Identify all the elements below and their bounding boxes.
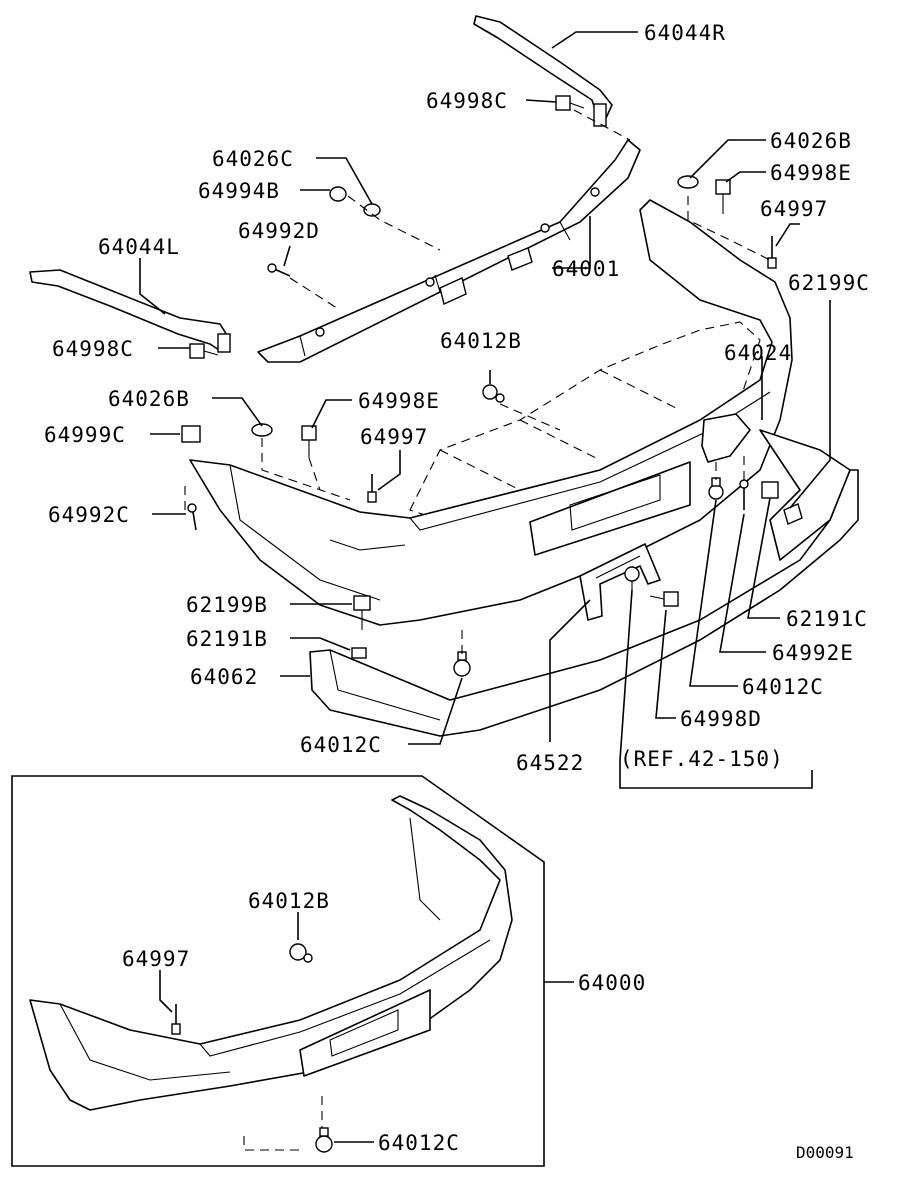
label-64026B-left: 64026B	[108, 387, 190, 411]
bumper-cover	[189, 199, 793, 626]
label-64994B: 64994B	[198, 179, 280, 203]
label-64998E-right: 64998E	[770, 161, 852, 185]
pad-64026B-right	[677, 175, 699, 189]
label-64062: 64062	[190, 665, 258, 689]
inset-clip-64012B	[289, 943, 313, 963]
nut-62191B	[351, 647, 367, 659]
label-64998C-left: 64998C	[52, 337, 134, 361]
bolt-64998C-top	[555, 95, 585, 111]
label-64012C-bottom: 64012C	[300, 733, 382, 757]
diagram-id: D00091	[796, 1143, 854, 1162]
rivet-64997-right	[767, 236, 777, 269]
bracket-64044L	[29, 269, 231, 353]
label-64044L: 64044L	[98, 235, 180, 259]
screw-64992D	[267, 263, 291, 277]
label-64012B: 64012B	[440, 329, 522, 353]
label-62199B: 62199B	[186, 593, 268, 617]
label-64026B-right: 64026B	[770, 129, 852, 153]
bracket-64044R	[473, 15, 613, 127]
assembly-guides	[184, 109, 771, 655]
label-64044R: 64044R	[644, 21, 726, 45]
bolt-64998E-left	[301, 425, 317, 458]
label-64997-mid: 64997	[360, 425, 428, 449]
bracket-64522	[579, 543, 661, 621]
leader-lines	[139, 31, 831, 789]
bolt-62199B	[353, 595, 371, 630]
label-64992D: 64992D	[238, 219, 320, 243]
clip-64012C-bottom	[453, 651, 471, 677]
bolt-ref-42-150	[624, 566, 640, 596]
screw-64992E	[739, 479, 749, 510]
label-64998D: 64998D	[680, 707, 762, 731]
reinforcement-64001	[257, 139, 641, 363]
clip-64012B	[482, 384, 505, 403]
clip-64999C	[181, 425, 201, 443]
label-64522: 64522	[516, 751, 584, 775]
label-64999C: 64999C	[44, 423, 126, 447]
label-62191B: 62191B	[186, 627, 268, 651]
bolt-64998D	[649, 591, 679, 607]
inset-clip-64012C	[315, 1127, 333, 1153]
bolt-64998C-left	[189, 343, 219, 359]
part-labels: 64044R 64998C 64026C 64994B 64026B 64998…	[44, 21, 870, 775]
nut-64994B	[329, 186, 347, 202]
rivet-64997-mid	[367, 474, 377, 503]
label-64012C-inset: 64012C	[378, 1131, 460, 1155]
screw-64992C	[187, 503, 197, 531]
label-64998C-top: 64998C	[426, 89, 508, 113]
hardware	[181, 95, 803, 677]
inset-assembly-64000: 64012B 64997 64000 64012C	[11, 775, 646, 1167]
clip-64012C-right	[708, 477, 724, 500]
label-64997-right: 64997	[760, 197, 828, 221]
label-64992C: 64992C	[48, 503, 130, 527]
nut-62191C	[761, 481, 779, 499]
label-64026C: 64026C	[212, 147, 294, 171]
label-64998E-left: 64998E	[358, 389, 440, 413]
label-62191C: 62191C	[786, 607, 868, 631]
label-64997-inset: 64997	[122, 947, 190, 971]
label-64012B-inset: 64012B	[248, 889, 330, 913]
label-64001: 64001	[552, 257, 620, 281]
bracket-62199C	[701, 413, 751, 463]
label-64992E: 64992E	[772, 641, 854, 665]
label-64024: 64024	[724, 341, 792, 365]
label-ref-42-150: (REF.42-150)	[620, 747, 784, 771]
bolt-64998E-right	[715, 179, 731, 214]
inset-rivet-64997	[171, 1004, 181, 1035]
label-64012C-right: 64012C	[742, 675, 824, 699]
label-62199C: 62199C	[788, 271, 870, 295]
label-64000: 64000	[578, 971, 646, 995]
pad-64026B-left	[251, 423, 273, 437]
